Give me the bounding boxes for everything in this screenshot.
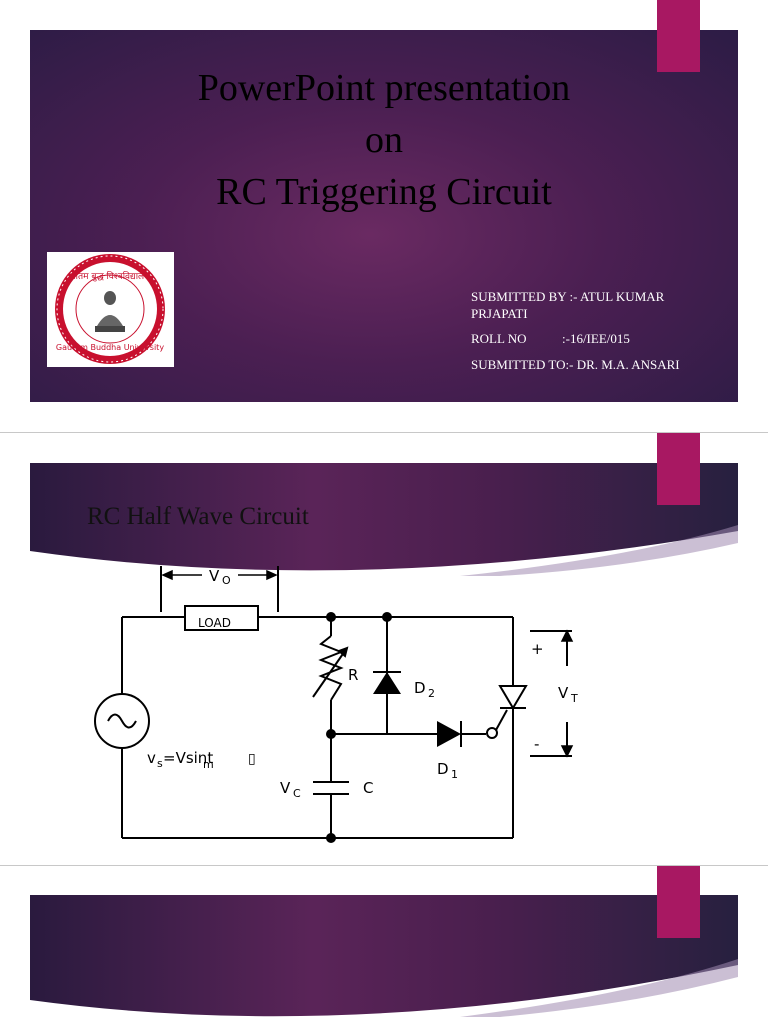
submitted-by: SUBMITTED BY :- ATUL KUMAR [471,289,665,304]
d2-subscript: 2 [428,687,435,700]
logo-lettering: Gautam Buddha University [56,343,164,352]
d1-label: D [437,760,449,778]
slide-2-title: RC Half Wave Circuit [87,503,309,530]
slide-2-banner: RC Half Wave Circuit [30,463,738,576]
roll-label: ROLL NO [471,331,527,346]
c-label: C [363,779,373,797]
vc-label: V [280,779,291,797]
submitted-by-continued: PRJAPATI [471,306,528,321]
accent-tab [657,433,700,505]
load-label: LOAD [198,616,231,630]
omega-glyph: ▯ [248,751,256,767]
slide-3-banner [30,895,738,1017]
vs-subscript-m: m [203,758,214,771]
slide-separator [0,865,768,866]
vs-subscript-s: s [157,757,163,770]
vc-subscript: C [293,787,301,800]
minus-sign: - [534,735,539,753]
university-logo: गौतम बुद्ध विश्वविद्यालय Gautam Buddha U… [47,252,174,367]
vt-subscript: T [570,692,578,705]
r-label: R [348,666,358,684]
vt-label: V [558,684,569,702]
title-line-2: on [365,119,403,161]
slide-separator [0,432,768,433]
vs-label: v [147,749,156,767]
d1-subscript: 1 [451,768,458,781]
title-line-1: PowerPoint presentation [197,67,571,109]
accent-tab [657,866,700,938]
roll-value: :-16/IEE/015 [562,331,630,346]
title-line-3: RC Triggering Circuit [216,171,552,213]
submitted-to: SUBMITTED TO:- DR. M.A. ANSARI [471,357,680,372]
plus-sign: + [531,640,544,658]
title-slide: PowerPoint presentation on RC Triggering… [30,30,738,402]
vs-equation: =Vsint [163,749,213,767]
svg-text:गौतम बुद्ध विश्वविद्यालय: गौतम बुद्ध विश्वविद्यालय [71,270,151,282]
accent-tab [657,0,700,72]
d2-label: D [414,679,426,697]
